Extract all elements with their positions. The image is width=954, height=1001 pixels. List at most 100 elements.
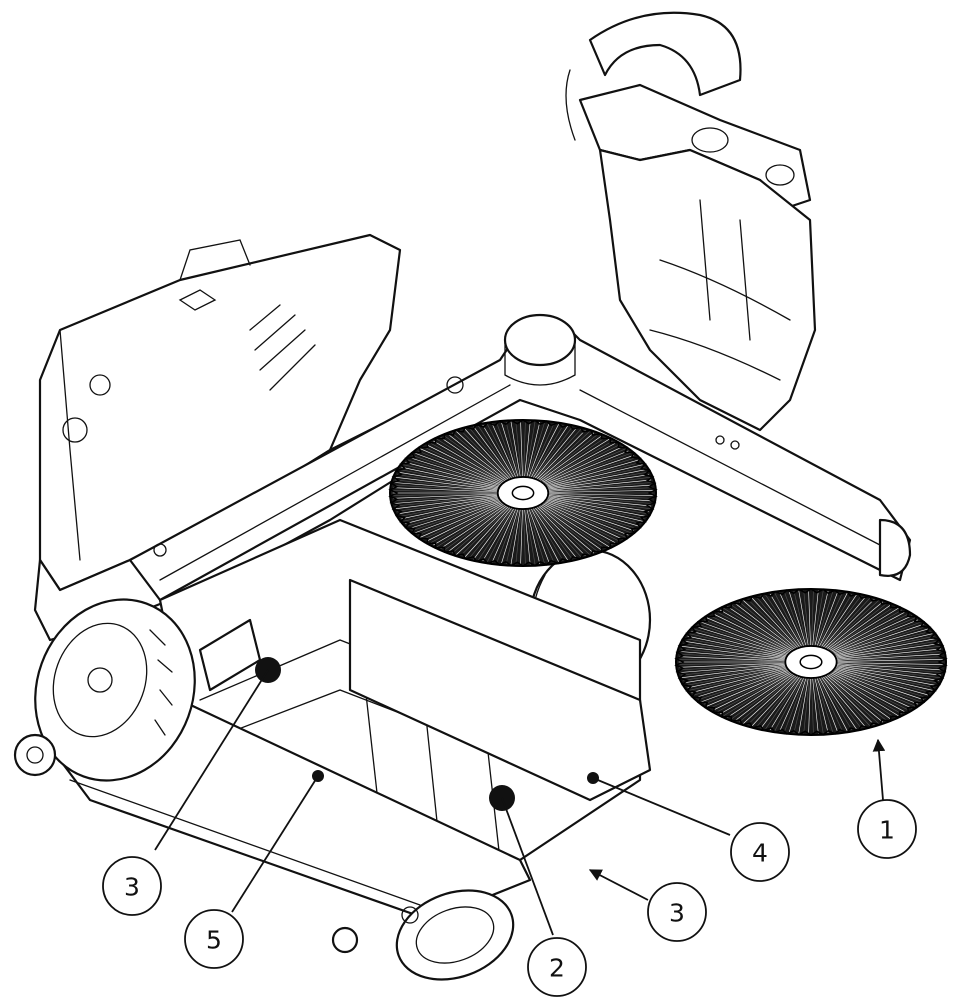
bristle [719,671,795,715]
bristle [834,664,942,676]
bristle [395,477,500,491]
bristle [412,455,503,487]
bristle [820,673,866,728]
bristle [821,673,871,727]
bristle [788,674,808,733]
bristle [529,424,559,481]
bristle [808,590,811,649]
bristle [524,506,531,565]
bristle [396,474,500,490]
bristle [691,631,790,657]
bristle [691,667,790,693]
bristle [523,506,526,565]
bristle [709,670,793,709]
bristle [819,594,857,650]
bristle [423,446,505,485]
bristle [523,421,526,480]
bristle [774,593,805,650]
bristle [803,675,810,734]
bristle [482,505,516,562]
bristle [544,497,643,522]
bristle [543,455,634,487]
bristle [537,435,602,483]
bristle [684,665,788,684]
bristle [735,603,798,652]
bristle [510,506,522,565]
bristle [531,426,573,481]
rear-wheel [395,889,515,981]
bristle [409,499,503,529]
bristle [536,434,598,483]
bristle [393,494,500,502]
bristle [546,493,654,496]
bristle [510,421,522,480]
caster-wheel-left [13,733,57,777]
bristle [834,648,942,660]
callout-1: 1 [857,799,917,859]
bristle [765,674,803,730]
bristle [538,502,610,548]
bristle [833,666,935,689]
bristle [537,503,602,551]
bristle [826,607,899,653]
bristle [830,619,919,655]
bristle [833,633,933,658]
bristle [727,606,796,653]
bristle [703,669,792,705]
bristle [829,615,913,654]
bristle [456,504,512,555]
bristle [824,672,887,721]
bristle [833,666,937,686]
bristle [811,590,814,649]
bristle [448,434,510,483]
bristle [814,591,834,650]
bristle [541,500,626,538]
bristle [774,674,805,731]
bristle [779,592,806,650]
bristle [407,498,502,527]
bristle [401,497,501,520]
bristle [533,504,582,558]
bristle [542,450,629,486]
bristle [727,671,796,718]
bristle [731,604,797,652]
bristle [834,665,938,684]
bristle [695,626,790,656]
bristle [469,504,514,559]
bristle [545,496,648,515]
bristle [460,504,512,557]
bristle [546,482,652,492]
bristle [830,669,919,705]
bristle [544,459,639,488]
bristle [426,501,506,542]
bristle [822,598,875,651]
bristle [487,424,517,481]
bristle [452,503,511,554]
bristle [399,497,501,517]
bristle [835,656,943,662]
bristle [788,591,808,650]
bristle [819,595,862,650]
broom-hub-center [799,654,823,670]
bristle [436,502,508,548]
bristle [429,442,507,485]
bristle [798,675,810,734]
bristle [698,668,791,700]
bristle [394,494,500,504]
bristle [827,671,903,715]
bristle [828,670,906,713]
bristle [803,590,810,649]
bristle [834,640,938,659]
bristle [546,493,654,499]
bristle [680,664,788,676]
bristle [681,664,788,678]
bristle [394,479,500,491]
bristle [423,501,505,540]
bristle [793,674,809,733]
bristle [832,626,927,656]
bristle [543,499,637,529]
bristle [392,493,500,499]
bristle [487,505,517,562]
bristle [828,613,909,654]
